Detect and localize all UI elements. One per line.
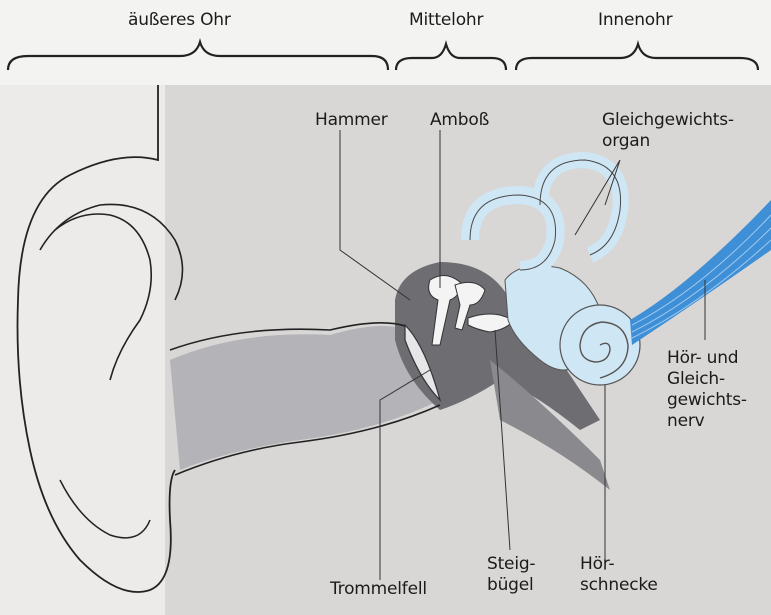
label-hammer: Hammer [315,110,388,131]
label-trommelfell: Trommelfell [330,579,427,600]
middle-ear-brace [396,44,506,70]
label-gleichgewicht-1: Gleichgewichts- [602,110,734,131]
inner-ear-brace [516,44,758,70]
label-outer-ear: äußeres Ohr [128,10,231,31]
label-inner-ear: Innenohr [598,10,672,31]
label-nerv-4: nerv [667,411,704,432]
label-hoer-2: schnecke [580,575,658,596]
label-nerv-1: Hör- und [667,348,738,369]
label-steig-2: bügel [487,575,534,596]
label-steig-1: Steig- [487,554,535,575]
outer-ear-brace [8,42,388,70]
label-nerv-2: Gleich- [667,369,725,390]
label-middle-ear: Mittelohr [409,10,483,31]
label-gleichgewicht-2: organ [602,131,650,152]
label-amboss: Amboß [430,110,489,131]
label-hoer-1: Hör- [580,554,614,575]
left-background [0,85,165,615]
label-nerv-3: gewichts- [667,390,747,411]
